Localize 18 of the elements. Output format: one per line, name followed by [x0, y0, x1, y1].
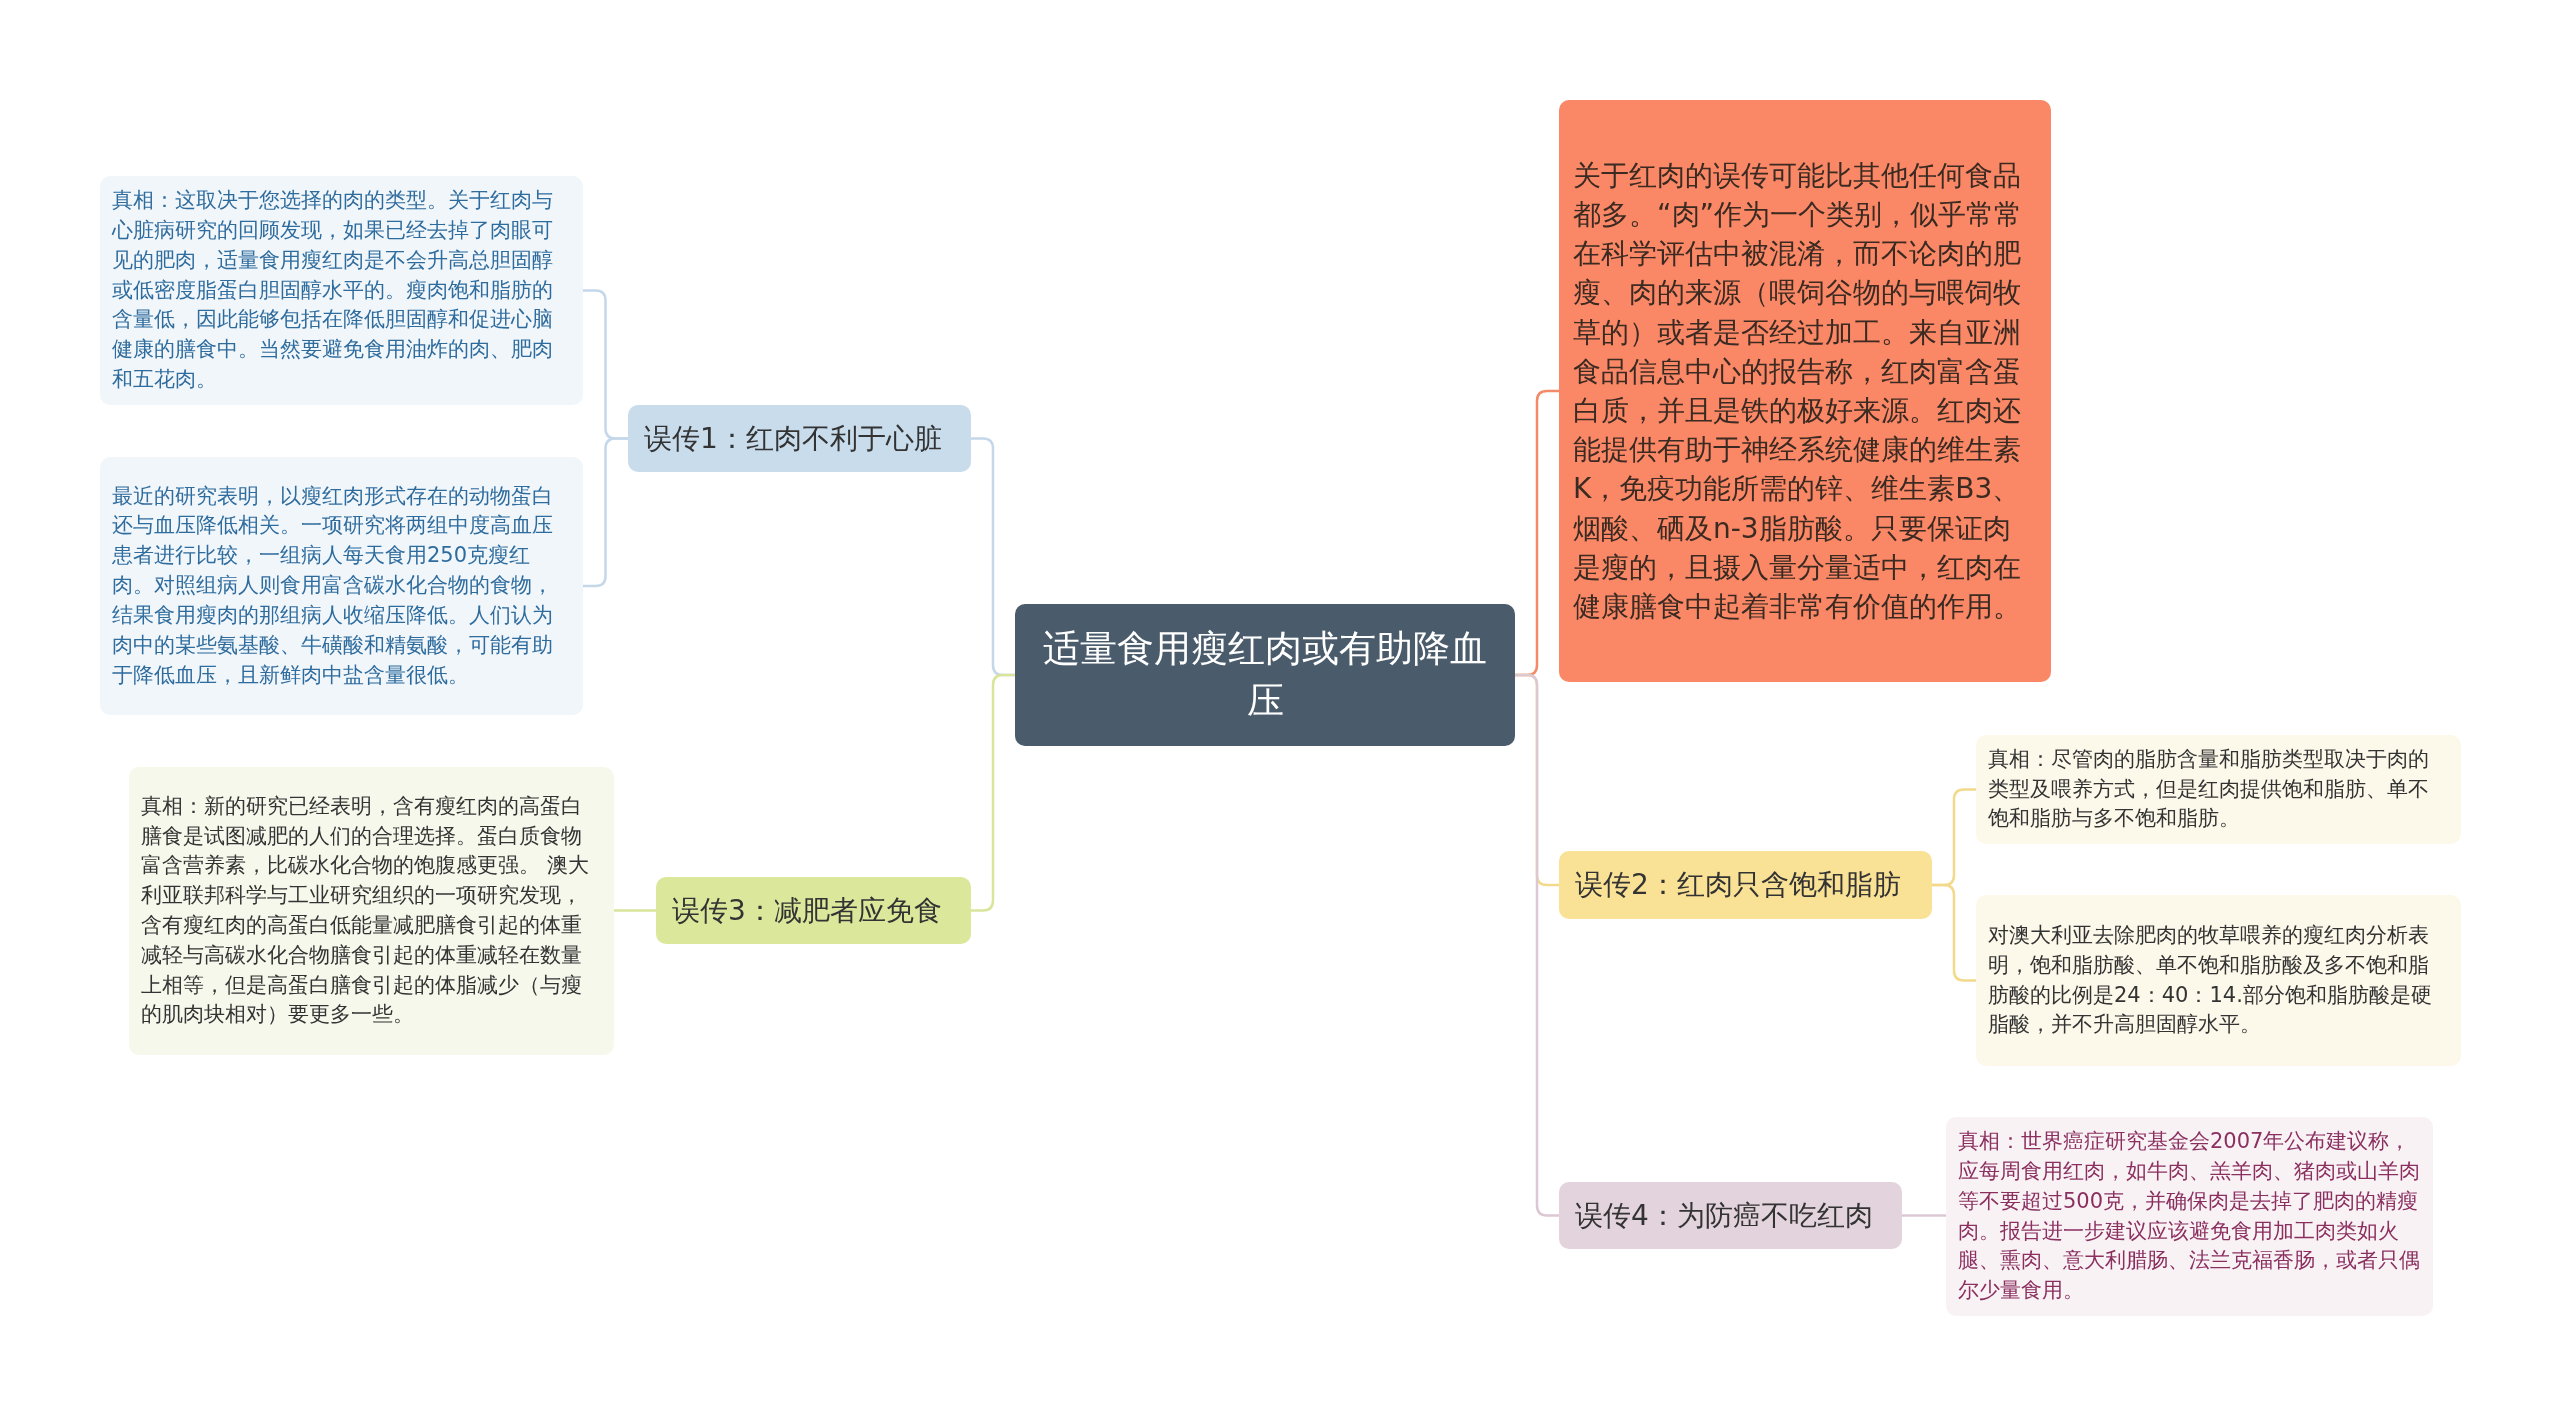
connector-line	[1932, 883, 1976, 982]
myth-box: 误传4：为防癌不吃红肉	[1559, 1182, 1902, 1249]
note-box: 最近的研究表明，以瘦红肉形式存在的动物蛋白还与血压降低相关。一项研究将两组中度高血压患者进行比较，一组病人每天食用250克瘦红肉。对照组病人则食用富含碳水化合物的食物，结果食用瘦肉的那组病人收缩压降低。人们认为肉中的某些氨基酸、牛磺酸和精氨酸，可能有助于降低血压，且新鲜肉中盐含量很低。	[100, 457, 583, 715]
connector-line	[614, 909, 656, 912]
note-box: 真相：世界癌症研究基金会2007年公布建议称，应每周食用红肉，如牛肉、羔羊肉、猪肉或山羊肉等不要超过500克，并确保肉是去掉了肥肉的精瘦肉。报告进一步建议应该避免食用加工肉类如火腿、熏肉、意大利腊肠、法兰克福香肠，或者只偶尔少量食用。	[1946, 1117, 2433, 1316]
note-box: 真相：尽管肉的脂肪含量和脂肪类型取决于肉的类型及喂养方式，但是红肉提供饱和脂肪、单不饱和脂肪与多不饱和脂肪。	[1976, 735, 2461, 844]
myth-box: 误传3：减肥者应免食	[656, 877, 971, 944]
note-box: 真相：新的研究已经表明，含有瘦红肉的高蛋白膳食是试图减肥的人们的合理选择。蛋白质食物富含营养素，比碳水化合物的饱腹感更强。 澳大利亚联邦科学与工业研究组织的一项研究发现，含有瘦红肉的高蛋白低能量减肥膳食引起的体重减轻与高碳水化合物膳食引起的体重减轻在数量上相等，但是高蛋白膳食引起的体脂减少（与瘦的肌肉块相对）要更多一些。	[129, 767, 614, 1055]
connector-line	[583, 437, 628, 588]
connector-line	[1902, 1214, 1946, 1217]
connector-line	[971, 673, 1015, 912]
myth-box: 误传2：红肉只含饱和脂肪	[1559, 851, 1932, 919]
note-box: 真相：这取决于您选择的肉的类型。关于红肉与心脏病研究的回顾发现，如果已经去掉了肉眼可见的肥肉，适量食用瘦红肉是不会升高总胆固醇或低密度脂蛋白胆固醇水平的。瘦肉饱和脂肪的含量低，因此能够包括在降低胆固醇和促进心脑健康的膳食中。当然要避免食用油炸的肉、肥肉和五花肉。	[100, 176, 583, 405]
intro-box: 关于红肉的误传可能比其他任何食品都多。“肉”作为一个类别，似乎常常在科学评估中被混淆，而不论肉的肥瘦、肉的来源（喂饲谷物的与喂饲牧草的）或者是否经过加工。来自亚洲食品信息中心的报告称，红肉富含蛋白质，并且是铁的极好来源。红肉还能提供有助于神经系统健康的维生素K，免疫功能所需的锌、维生素B3、烟酸、硒及n-3脂肪酸。只要保证肉是瘦的，且摄入量分量适中，红肉在健康膳食中起着非常有价值的作用。	[1559, 100, 2051, 682]
myth-box: 误传1：红肉不利于心脏	[628, 405, 971, 472]
note-box: 对澳大利亚去除肥肉的牧草喂养的瘦红肉分析表明，饱和脂肪酸、单不饱和脂肪酸及多不饱和脂肪酸的比例是24：40：14.部分饱和脂肪酸是硬脂酸，并不升高胆固醇水平。	[1976, 895, 2461, 1066]
connector-line	[1515, 673, 1559, 1217]
central-topic-box: 适量食用瘦红肉或有助降血压	[1015, 604, 1515, 746]
